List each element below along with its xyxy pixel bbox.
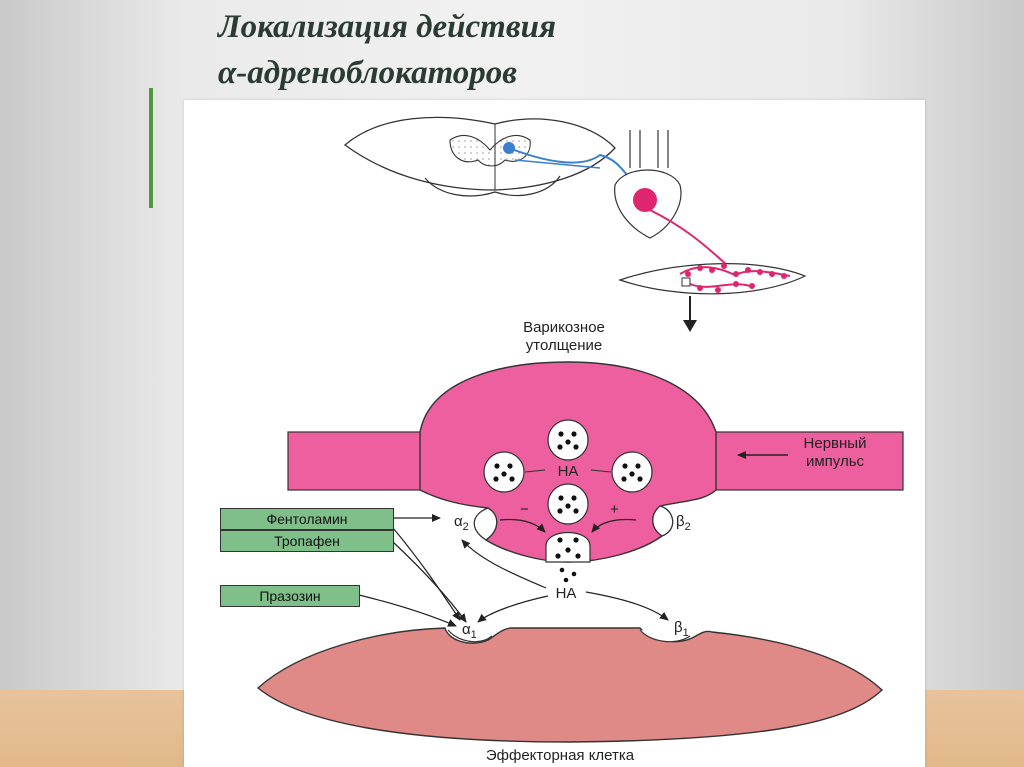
drug-box-tropafen: Тропафен xyxy=(220,530,394,552)
varicose-label-line-2: утолщение xyxy=(526,337,603,354)
receptor-alpha2-label: α2 xyxy=(454,513,469,533)
alpha2-feedback-arrow xyxy=(499,518,546,533)
vesicles xyxy=(483,419,653,563)
na-to-alpha1-arrow xyxy=(477,595,549,623)
receptor-beta2-site xyxy=(659,505,674,537)
nerve-impulse-label-line-1: Нервный xyxy=(804,435,867,452)
na-center-label: НА xyxy=(558,463,579,480)
varicose-label-line-1: Варикозное xyxy=(523,319,605,336)
receptor-alpha2-site xyxy=(473,507,489,541)
na-to-beta1-arrow xyxy=(585,591,669,621)
minus-sign: − xyxy=(520,501,529,518)
beta2-feedback-arrow xyxy=(591,518,637,533)
drug-box-phentolamine: Фентоламин xyxy=(220,508,394,530)
receptor-alpha1-label: α1 xyxy=(462,621,477,641)
receptor-beta1-site xyxy=(639,629,691,643)
receptor-beta2-label: β2 xyxy=(676,513,691,533)
receptor-alpha1-site xyxy=(447,629,493,643)
sympathetic-ganglion xyxy=(614,130,682,239)
effector-cell xyxy=(256,627,884,743)
slide-title: Локализация действия α-адреноблокаторов xyxy=(218,4,978,96)
target-tissue-with-varicosities xyxy=(618,263,807,295)
tropafen-to-alpha1-arrow xyxy=(392,541,467,623)
na-lower-label: НА xyxy=(556,585,577,602)
released-na xyxy=(559,567,577,583)
phentolamine-to-alpha1-arrow xyxy=(392,527,461,621)
postganglionic-fiber xyxy=(649,209,731,269)
title-accent-bar xyxy=(149,88,153,208)
na-to-alpha2-arrow xyxy=(461,539,547,589)
spinal-cord-section xyxy=(343,116,616,197)
plus-sign: + xyxy=(610,501,619,518)
title-line-1: Локализация действия xyxy=(218,9,556,45)
prazosin-to-alpha1-arrow xyxy=(358,594,457,627)
drug-box-prazosin: Празозин xyxy=(220,585,360,607)
nerve-impulse-label-line-2: импульс xyxy=(806,453,865,470)
title-line-2: α-адреноблокаторов xyxy=(218,55,518,91)
zoom-down-arrow xyxy=(683,296,697,332)
effector-cell-label: Эффекторная клетка xyxy=(486,747,635,764)
receptor-beta1-label: β1 xyxy=(674,619,689,639)
